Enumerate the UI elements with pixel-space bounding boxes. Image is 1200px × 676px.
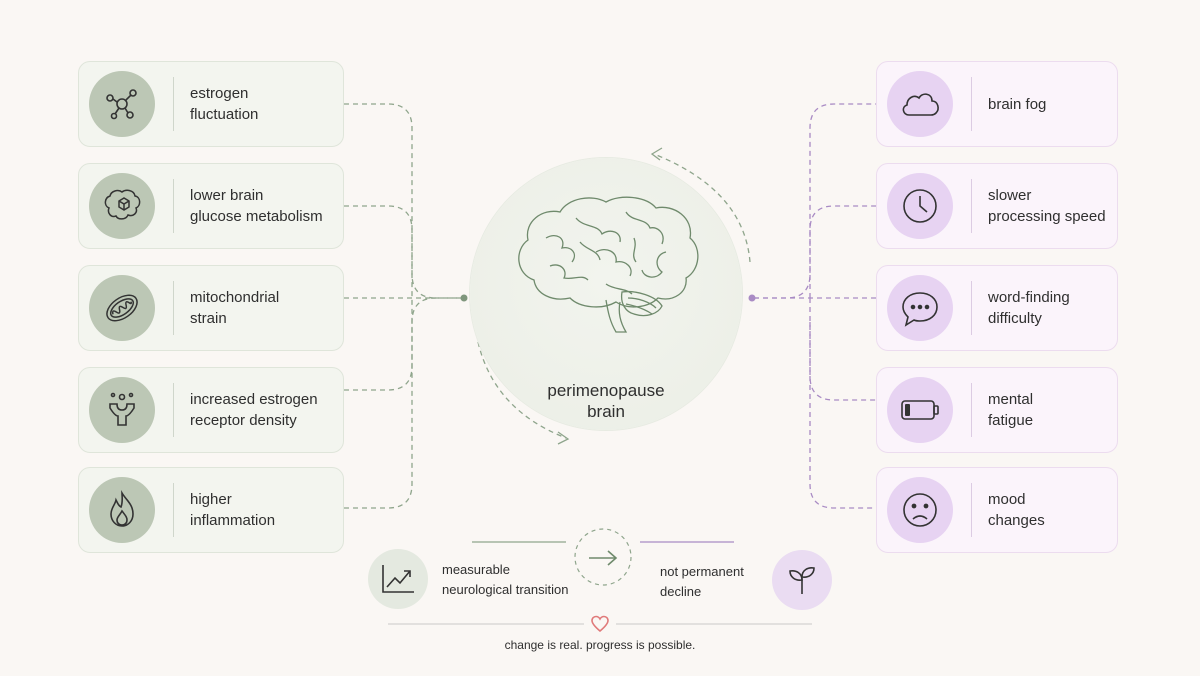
connector-cause-2	[344, 205, 413, 298]
low-battery-icon	[887, 377, 953, 443]
hub-left-dot	[460, 294, 468, 302]
heart-icon	[590, 615, 610, 633]
trend-chart-icon	[368, 549, 428, 609]
flame-icon	[89, 477, 155, 543]
transition-from-label: measurable neurological transition	[442, 562, 569, 597]
cause-label: increased estrogen receptor density	[190, 391, 318, 429]
mitochondria-icon	[89, 275, 155, 341]
cause-card-glucose-metabolism: lower brain glucose metabolism	[78, 163, 344, 249]
connector-symptom-5	[809, 322, 876, 509]
symptom-label: slower processing speed	[988, 187, 1106, 225]
connector-symptom-1	[754, 103, 876, 299]
brain-icon	[518, 196, 699, 333]
cause-label: lower brain glucose metabolism	[190, 187, 323, 225]
sad-face-icon	[887, 477, 953, 543]
cloud-icon	[887, 71, 953, 137]
molecule-icon	[89, 71, 155, 137]
cause-card-receptor-density: increased estrogen receptor density	[78, 367, 344, 453]
hub-title: perimenopause brain	[547, 381, 665, 421]
symptom-card-word-finding: word-finding difficulty	[876, 265, 1118, 351]
cause-card-inflammation: higher inflammation	[78, 467, 344, 553]
symptom-label: mental fatigue	[988, 391, 1034, 429]
transition-to-label: not permanent decline	[660, 564, 744, 599]
symptom-card-mood-changes: mood changes	[876, 467, 1118, 553]
hub-right-dot	[748, 294, 756, 302]
receptor-icon	[89, 377, 155, 443]
symptom-label: word-finding difficulty	[988, 289, 1070, 327]
symptom-card-brain-fog: brain fog	[876, 61, 1118, 147]
symptom-card-mental-fatigue: mental fatigue	[876, 367, 1118, 453]
sprout-icon	[772, 550, 832, 610]
connector-symptom-4	[809, 298, 876, 401]
clock-icon	[887, 173, 953, 239]
speech-bubble-icon	[887, 275, 953, 341]
symptom-card-processing-speed: slower processing speed	[876, 163, 1118, 249]
cause-card-mitochondrial-strain: mitochondrial strain	[78, 265, 344, 351]
cause-card-estrogen-fluctuation: estrogen fluctuation	[78, 61, 344, 147]
cause-label: higher inflammation	[190, 491, 276, 529]
cause-label: estrogen fluctuation	[190, 85, 259, 123]
symptom-label: mood changes	[988, 491, 1045, 529]
connector-symptom-2	[809, 205, 876, 298]
footer-text: change is real. progress is possible.	[504, 638, 696, 652]
connector-cause-1	[344, 103, 462, 299]
arrow-right-icon	[587, 548, 619, 568]
brain-cube-icon	[89, 173, 155, 239]
perimenopause-brain-hub: perimenopause brain	[470, 158, 742, 430]
connector-cause-5	[344, 297, 437, 509]
symptom-label: brain fog	[988, 95, 1047, 113]
connector-cause-4	[344, 298, 413, 391]
cause-label: mitochondrial strain	[190, 289, 280, 327]
